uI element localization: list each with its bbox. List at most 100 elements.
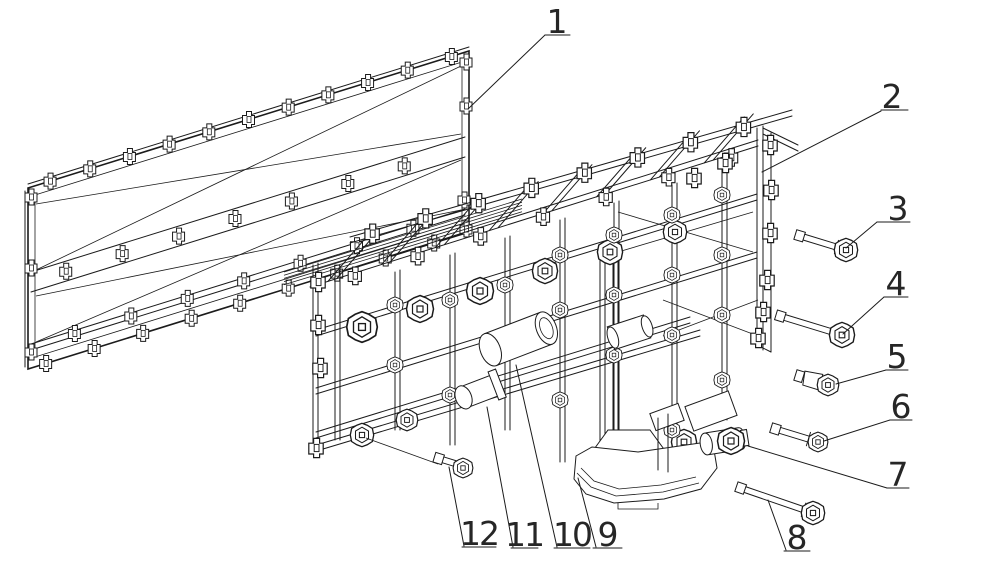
bolt-8-shaft <box>743 491 804 514</box>
valve-hex-collar <box>716 426 746 456</box>
callout-11: 11 <box>486 406 545 554</box>
assembly-bolt-hole-tab <box>308 437 324 459</box>
gasket-outer-edge <box>27 49 470 371</box>
side-outlet-pipe <box>606 314 654 351</box>
assembly-bolt-hole-tab <box>661 167 676 187</box>
callout-label-5: 5 <box>887 337 908 376</box>
gasket-bolt-hole-tab <box>39 355 53 373</box>
hex-nut <box>596 238 624 266</box>
assembly-bolt-hole-tab <box>762 222 778 244</box>
assembly-bolt-hole-tab <box>762 134 778 156</box>
hex-nut <box>713 186 731 204</box>
callout-5: 5 <box>835 337 909 385</box>
callout-leader-12 <box>448 466 465 547</box>
hex-nut <box>713 371 731 389</box>
ladder-crossbar <box>488 184 530 232</box>
callout-leader-8 <box>767 499 787 551</box>
gasket-inner-border <box>34 61 463 358</box>
callout-label-7: 7 <box>888 455 909 494</box>
callout-label-9: 9 <box>598 515 619 554</box>
gasket-bolt-hole-tab <box>172 227 186 245</box>
loose-bolts <box>734 229 859 526</box>
assembly-bolt-hole-tab <box>312 357 328 379</box>
gasket-bolt-hole-tab <box>184 309 198 327</box>
bolt-4-shaft <box>783 319 833 336</box>
callout-12: 12 <box>448 466 500 553</box>
callout-leader-11 <box>486 406 514 548</box>
callout-leader-1 <box>467 34 546 110</box>
hex-nut <box>386 356 404 374</box>
bolt-8 <box>734 481 807 517</box>
gasket-bolt-hole-tab <box>136 324 150 342</box>
cooler-core-assembly <box>283 109 799 510</box>
callout-label-1: 1 <box>547 2 568 41</box>
callout-8: 8 <box>767 499 811 557</box>
bolt-3 <box>793 229 839 255</box>
core-plate-edge <box>283 201 523 276</box>
hex-nut <box>551 301 569 319</box>
assembly-bolt-hole-tab <box>470 192 486 214</box>
core-plate-edge <box>283 205 523 279</box>
hex-nut <box>605 286 623 304</box>
hex-nut <box>386 296 404 314</box>
hex-nut <box>663 206 681 224</box>
assembly-bolt-hole-tab <box>417 208 433 229</box>
bolt-6-cap <box>769 422 782 436</box>
hex-nut <box>605 346 623 364</box>
callout-label-6: 6 <box>891 387 912 426</box>
hex-nut <box>465 276 495 306</box>
ladder-crossbar <box>381 217 423 265</box>
outlet-fitting-cluster <box>649 390 738 473</box>
ladder-crossbar <box>434 201 476 249</box>
hex-nut <box>551 246 569 264</box>
gasket-bolt-hole-tab <box>228 210 242 228</box>
callout-9: 9 <box>577 477 623 554</box>
hex-nut <box>663 326 681 344</box>
cooler-element-cylinder <box>478 311 559 367</box>
gasket-bolt-hole-tab <box>67 325 81 342</box>
callout-leader-10 <box>515 364 558 548</box>
callout-leader-9 <box>577 477 597 548</box>
callout-6: 6 <box>823 387 913 442</box>
hex-nut <box>605 226 623 244</box>
callout-leader-2 <box>761 110 882 173</box>
assembly-bolt-hole-tab <box>523 177 540 199</box>
bolt-3-shaft <box>804 233 838 245</box>
bolt-6-shaft <box>780 426 810 437</box>
assembly-bolt-hole-tab <box>473 227 488 246</box>
assembly-bolt-hole-tab <box>598 187 613 207</box>
callout-leader-6 <box>823 419 891 442</box>
bolt-3-shaft <box>802 239 837 251</box>
callout-label-10: 10 <box>553 515 591 554</box>
hex-nut <box>496 276 514 294</box>
callout-7: 7 <box>747 445 910 494</box>
assembly-bolt-hole-tab <box>755 301 771 323</box>
bolt-3-head <box>833 237 859 263</box>
callout-leader-4 <box>842 296 885 335</box>
core-plate-stack-edge <box>283 198 523 286</box>
bolt-12-axis-line <box>365 437 439 465</box>
callout-leader-5 <box>835 369 887 385</box>
small-hex-bolt <box>432 451 459 468</box>
gasket-frame-plate <box>24 46 473 373</box>
hex-nut <box>441 291 459 309</box>
bolt-4-head <box>828 321 856 349</box>
callout-label-4: 4 <box>886 264 907 303</box>
callout-leader-3 <box>845 221 878 249</box>
callout-1: 1 <box>467 2 571 110</box>
plug-hex-head <box>816 373 840 397</box>
callout-label-11: 11 <box>505 515 543 554</box>
ladder-crossbar <box>542 167 584 215</box>
gasket-bolt-hole-tab <box>237 272 251 290</box>
gasket-bolt-hole-tab <box>180 289 194 307</box>
assembly-bolt-hole-tab <box>629 147 646 168</box>
bolt-12-head <box>452 457 474 479</box>
assembly-bolt-hole-tab <box>735 116 752 138</box>
bolt-4-shaft <box>784 314 834 330</box>
hex-nut <box>345 310 379 344</box>
gasket-bolt-hole-tabs <box>24 47 473 373</box>
assembly-bolt-hole-tab <box>763 179 779 201</box>
callout-2: 2 <box>761 77 909 173</box>
elbow-fitting <box>454 368 507 410</box>
